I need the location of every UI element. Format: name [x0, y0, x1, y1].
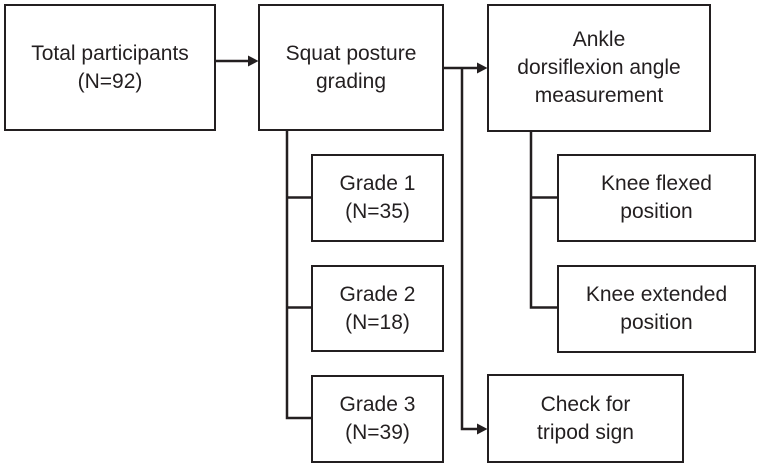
node-ankle-dorsiflexion-measurement: Ankle dorsiflexion angle measurement [487, 4, 711, 132]
node-squat-line2: grading [315, 69, 387, 93]
node-squat-posture-grading: Squat posture grading [258, 4, 444, 131]
arrowhead-branch-to-tripod [477, 423, 488, 435]
node-ankle-line2: dorsiflexion angle [517, 56, 681, 79]
node-knee-extended-line2: position [620, 311, 693, 334]
node-total-participants: Total participants (N=92) [4, 4, 216, 131]
arrowhead-total-to-squat [248, 55, 259, 67]
node-grade-1: Grade 1 (N=35) [311, 154, 444, 242]
node-knee-flexed-line2: position [620, 200, 693, 223]
node-tripod-line1: Check for [540, 392, 631, 416]
connector-ankle-tree-trunk [529, 131, 557, 309]
arrowhead-squat-to-ankle [477, 62, 488, 74]
node-squat-line1: Squat posture [285, 41, 417, 65]
node-grade1-line2: (N=35) [345, 200, 410, 223]
node-knee-extended-line1: Knee extended [585, 283, 728, 306]
node-ankle-line3: measurement [534, 84, 664, 107]
node-total-line2: (N=92) [77, 69, 143, 93]
node-grade2-line2: (N=18) [345, 310, 410, 334]
node-check-tripod-sign: Check for tripod sign [487, 374, 684, 463]
node-grade1-line1: Grade 1 [339, 172, 416, 195]
node-tripod-line2: tripod sign [537, 420, 634, 444]
node-grade3-line1: Grade 3 [339, 393, 416, 416]
node-ankle-line1: Ankle [572, 28, 626, 51]
connector-squat-tree-trunk [285, 130, 311, 420]
connector-branch-to-tripod [460, 68, 479, 431]
node-knee-extended-position: Knee extended position [557, 265, 756, 353]
node-knee-flexed-position: Knee flexed position [557, 154, 756, 242]
node-grade-3: Grade 3 (N=39) [311, 375, 444, 463]
node-grade2-line1: Grade 2 [339, 282, 416, 306]
node-total-line1: Total participants [31, 41, 189, 65]
node-grade3-line2: (N=39) [345, 421, 410, 444]
node-grade-2: Grade 2 (N=18) [311, 265, 444, 352]
node-knee-flexed-line1: Knee flexed [601, 172, 712, 195]
